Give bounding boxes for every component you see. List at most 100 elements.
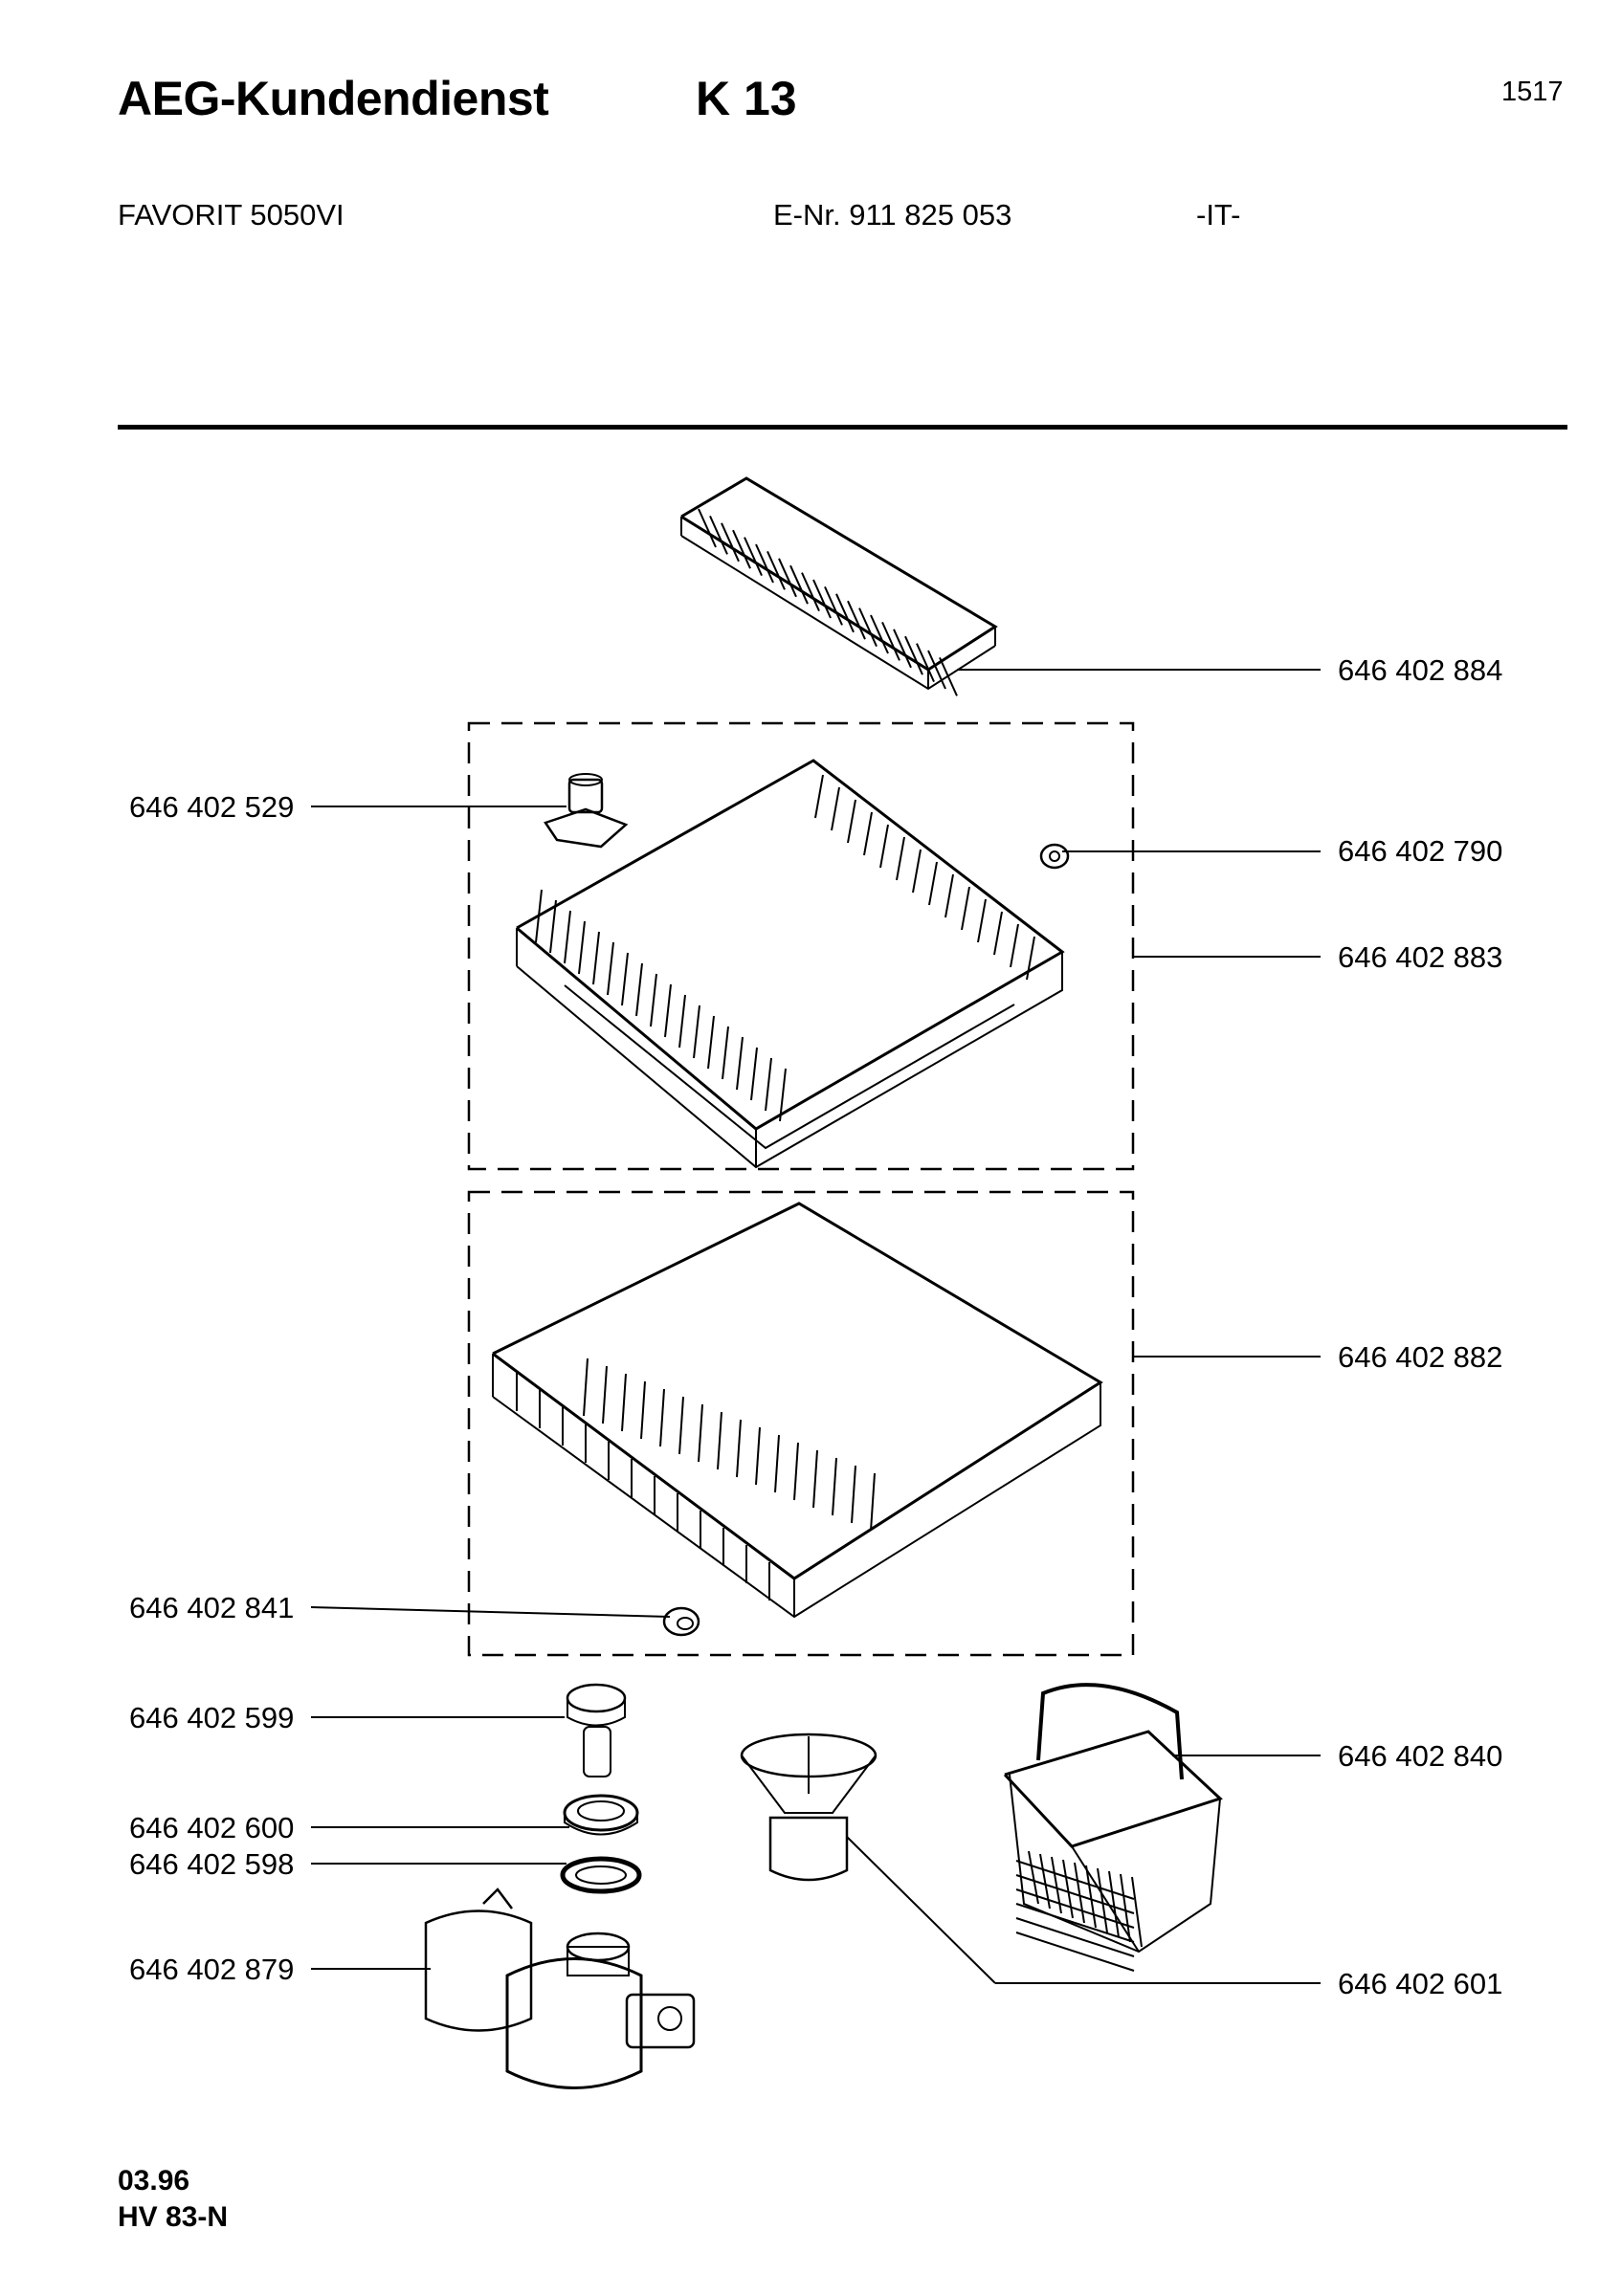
upper-basket-drawing (516, 759, 1065, 1169)
funnel-drawing (740, 1733, 878, 1882)
basket-grid-line (1015, 1903, 1135, 1943)
rack-tooth (847, 600, 866, 640)
part-label-lower-basket: 646 402 882 (1338, 1340, 1502, 1374)
basket-tine (736, 1419, 742, 1478)
basket-wire (912, 849, 922, 894)
basket-tine (812, 1449, 818, 1509)
rack-tooth (801, 572, 820, 612)
basket-wire (863, 811, 873, 856)
basket-tine (722, 1026, 729, 1080)
basket-clip-drawing (1039, 843, 1070, 870)
part-label-cutlery-basket: 646 402 840 (1338, 1739, 1502, 1773)
part-label-salt-cap: 646 402 599 (129, 1701, 294, 1734)
basket-tine (621, 1373, 627, 1432)
basket-wire (1010, 923, 1019, 968)
basket-wire (879, 824, 889, 869)
rack-tooth (939, 656, 958, 696)
basket-tine (635, 962, 643, 1017)
basket-grid-line (1051, 1856, 1062, 1914)
basket-wire (831, 786, 840, 831)
basket-grid-line (1097, 1867, 1108, 1933)
basket-tine (664, 983, 672, 1038)
rack-tooth (904, 635, 923, 675)
rack-tooth (732, 529, 751, 569)
basket-tine (779, 1068, 787, 1122)
part-label-upper-basket: 646 402 883 (1338, 940, 1502, 974)
basket-tine (774, 1434, 780, 1493)
basket-tine (698, 1403, 703, 1463)
basket-tine (832, 1457, 837, 1516)
basket-grid-line (1074, 1862, 1085, 1924)
basket-tine (602, 1365, 608, 1424)
salt-seal-drawing (560, 1856, 642, 1894)
basket-grid-line (1062, 1859, 1074, 1919)
basket-tine (621, 952, 629, 1006)
basket-tine (736, 1036, 744, 1091)
rack-tooth (881, 621, 900, 661)
basket-wire (1026, 936, 1035, 981)
basket-tine (678, 994, 686, 1049)
basket-grid-line (1131, 1876, 1143, 1948)
footer-date: 03.96 (118, 2165, 190, 2197)
basket-grid-line (1015, 1888, 1135, 1929)
basket-knob-drawing (544, 773, 629, 849)
basket-tine (578, 920, 586, 975)
basket-grid-line (1015, 1932, 1135, 1972)
rack-tooth (744, 537, 763, 577)
basket-tine (583, 1358, 589, 1417)
cutlery-basket-drawing (1003, 1683, 1223, 1972)
basket-wire (847, 799, 856, 844)
rack-tooth (916, 643, 935, 683)
basket-tine (678, 1396, 684, 1455)
basket-wire (977, 898, 987, 943)
basket-grid-line (1085, 1865, 1097, 1929)
rack-tooth (778, 558, 797, 598)
lower-basket-drawing (492, 1202, 1103, 1619)
salt-nut-drawing (563, 1794, 639, 1836)
basket-tine (607, 941, 614, 996)
model-name: FAVORIT 5050VI (118, 198, 344, 232)
footer-code: HV 83-N (118, 2201, 229, 2233)
salt-cap-drawing (566, 1683, 627, 1777)
basket-wire (993, 911, 1003, 956)
basket-grid-line (1108, 1870, 1120, 1938)
language-code: -IT- (1196, 198, 1241, 232)
part-label-softener: 646 402 879 (129, 1953, 294, 1986)
basket-tine (750, 1047, 758, 1101)
basket-tine (717, 1411, 722, 1470)
part-label-basket-wheel: 646 402 841 (129, 1591, 294, 1624)
rack-tooth (789, 564, 809, 605)
part-label-funnel: 646 402 601 (1338, 1967, 1502, 2000)
part-label-salt-seal: 646 402 598 (129, 1847, 294, 1881)
basket-tine (793, 1442, 799, 1501)
basket-wire (961, 886, 970, 931)
rack-tooth (893, 629, 912, 669)
basket-tine (650, 973, 657, 1027)
rack-tooth (767, 550, 786, 590)
basket-tine (592, 931, 600, 985)
e-number: E-Nr. 911 825 053 (773, 198, 1012, 232)
rack-tooth (755, 543, 774, 584)
basket-wire (896, 836, 905, 881)
lower-basket-frame (467, 1190, 1135, 1657)
rack-tooth (812, 579, 832, 619)
basket-wire (944, 873, 954, 918)
basket-grid-line (1120, 1873, 1131, 1943)
softener-drawing (424, 1888, 696, 2089)
rack-tooth (858, 607, 878, 648)
basket-grid-line (1015, 1917, 1135, 1957)
part-label-basket-clip: 646 402 790 (1338, 834, 1502, 868)
basket-tine (659, 1388, 665, 1447)
basket-tine (707, 1015, 715, 1070)
rack-tooth (698, 508, 717, 548)
basket-grid-line (1015, 1860, 1135, 1900)
basket-grid-line (1028, 1850, 1039, 1905)
rack-tooth (709, 515, 728, 555)
part-label-cutlery-rack: 646 402 884 (1338, 653, 1502, 687)
upper-basket-frame (467, 721, 1135, 1171)
cutlery-rack-drawing (680, 476, 998, 696)
basket-wire (814, 774, 824, 819)
basket-tine (549, 899, 557, 954)
rack-tooth (927, 650, 946, 690)
